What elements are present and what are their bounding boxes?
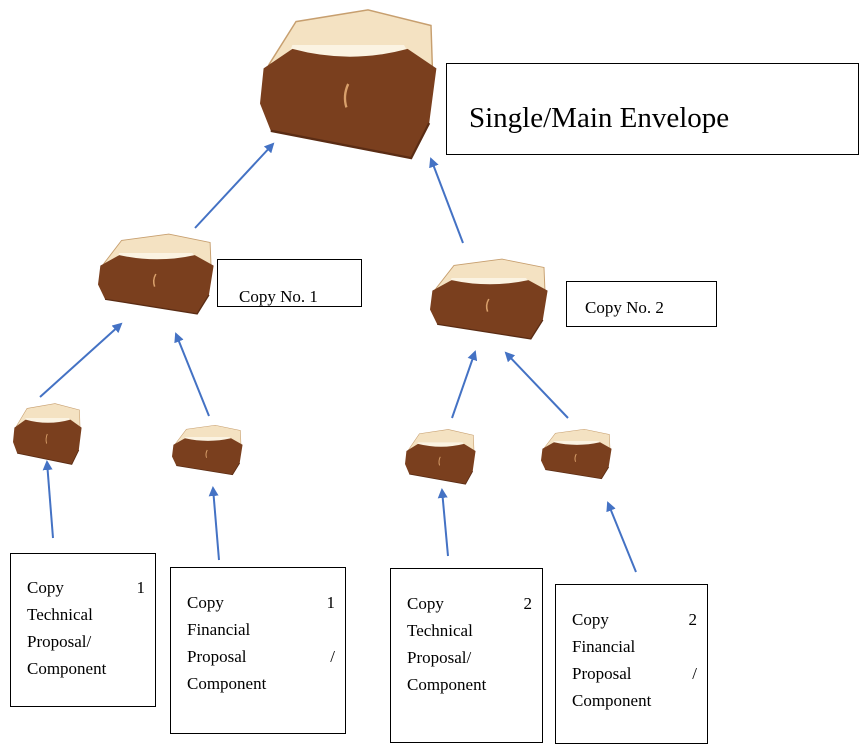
envelope-icon-c2-technical	[404, 428, 477, 485]
arrow-box-c1f-to-env	[208, 486, 220, 561]
copy-no-2-label: Copy No. 2	[585, 298, 664, 317]
envelope-icon-c1-financial	[171, 424, 244, 476]
line-3: Proposal/	[187, 647, 335, 666]
envelope-icon-copy-2	[429, 258, 549, 340]
line-4: Component	[187, 674, 267, 693]
envelope-icon-c1-technical	[12, 403, 83, 465]
envelope-icon-copy-1	[97, 233, 215, 315]
arrow-box-c2t-to-env	[437, 488, 449, 557]
line-2: Financial	[572, 637, 636, 656]
line-3: Proposal/	[27, 632, 92, 651]
arrow-c1t-to-copy1	[39, 322, 123, 398]
copy-no-2-box: Copy No. 2	[566, 281, 717, 327]
arrow-c2f-to-copy2	[504, 351, 569, 419]
copy-no-1-label: Copy No. 1	[239, 287, 318, 306]
line-2: Technical	[407, 621, 473, 640]
line-3: Proposal/	[572, 664, 697, 683]
line-2: Financial	[187, 620, 251, 639]
arrow-c1f-to-copy1	[174, 332, 210, 417]
main-envelope-box: Single/Main Envelope	[446, 63, 859, 155]
line-3: Proposal/	[407, 648, 472, 667]
arrow-c2t-to-copy2	[451, 350, 478, 419]
envelope-icon-c2-financial	[540, 428, 613, 480]
line-2: Technical	[27, 605, 93, 624]
envelope-icon-main	[258, 8, 438, 160]
arrow-box-c2f-to-env	[606, 501, 637, 573]
copy-no-1-box: Copy No. 1	[217, 259, 362, 307]
arrow-box-c1t-to-env	[42, 460, 54, 539]
line-4: Component	[27, 659, 107, 678]
arrow-copy2-to-main	[429, 157, 464, 244]
arrow-copy1-to-main	[194, 142, 275, 229]
line-4: Component	[407, 675, 487, 694]
main-envelope-label: Single/Main Envelope	[469, 102, 730, 134]
line-4: Component	[572, 691, 652, 710]
